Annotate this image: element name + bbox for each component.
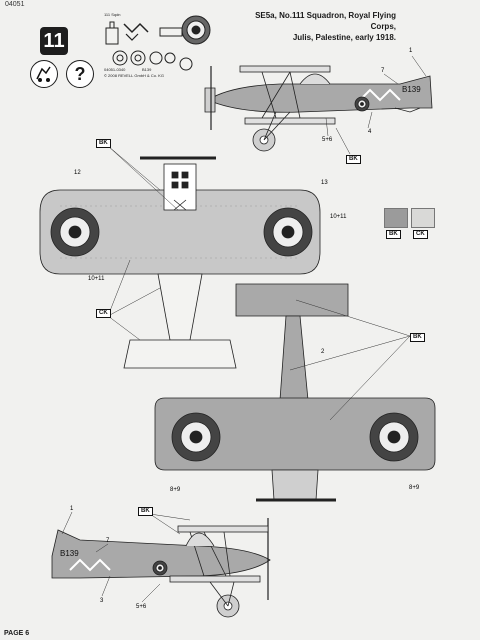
bottom-view xyxy=(154,283,436,502)
document-code: 04051 xyxy=(5,1,25,8)
decal-sheet-code2: B139 xyxy=(142,67,152,72)
decal-sheet-label: 111 Sqdn xyxy=(104,12,121,17)
callout-89-left: 8+9 xyxy=(170,487,181,493)
serial-bottom-side: B139 xyxy=(60,549,79,558)
title-line-1: SE5a, No.111 Squadron, Royal Flying Corp… xyxy=(255,11,396,31)
page-title: SE5a, No.111 Squadron, Royal Flying Corp… xyxy=(236,10,396,43)
glue-icon xyxy=(30,60,58,88)
decal-sheet-art xyxy=(105,15,211,71)
decal-instructions-icon: ? xyxy=(66,60,94,88)
top-view xyxy=(39,156,321,369)
callout-3-bottom: 3 xyxy=(100,598,104,604)
legend-bk: BK xyxy=(386,230,401,239)
title-line-2: Julis, Palestine, early 1918. xyxy=(292,33,396,42)
callout-2: 2 xyxy=(321,349,325,355)
paint-badge-bk: BK xyxy=(410,333,425,342)
callout-4-side: 4 xyxy=(368,129,372,135)
legend-ck: CK xyxy=(413,230,428,239)
paint-badge-bk: BK xyxy=(96,139,111,148)
decal-sheet: 111 Sqdn 04051-0340 B139 © 2008 REVELL G… xyxy=(104,12,214,82)
callout-13: 13 xyxy=(321,180,328,186)
paint-badge-bk: BK xyxy=(138,507,153,516)
callout-1-bottom: 1 xyxy=(70,506,74,512)
callout-56-side: 5+6 xyxy=(322,137,333,143)
serial-top-side: B139 xyxy=(402,85,421,94)
callout-56-bottom: 5+6 xyxy=(136,604,147,610)
callout-7-side: 7 xyxy=(381,68,385,74)
page-number: PAGE 6 xyxy=(4,630,30,637)
callout-7-bottom: 7 xyxy=(106,538,110,544)
step-number: 11 xyxy=(40,27,68,55)
callout-1011-right: 10+11 xyxy=(330,214,347,220)
callout-89-right: 8+9 xyxy=(409,485,420,491)
callout-12: 12 xyxy=(74,170,81,176)
decal-sheet-codes: 04051-0340 xyxy=(104,67,126,72)
callout-1-side: 1 xyxy=(409,48,413,54)
side-view-top xyxy=(204,65,433,152)
callout-1011-left: 10+11 xyxy=(88,276,105,282)
side-view-bottom xyxy=(51,518,271,618)
swatch-bk xyxy=(384,208,408,228)
paint-badge-bk: BK xyxy=(346,155,361,164)
paint-badge-ck: CK xyxy=(96,309,111,318)
decal-sheet-copyright: © 2008 REVELL GmbH & Co. KG xyxy=(104,73,164,78)
swatch-ck xyxy=(411,208,435,228)
